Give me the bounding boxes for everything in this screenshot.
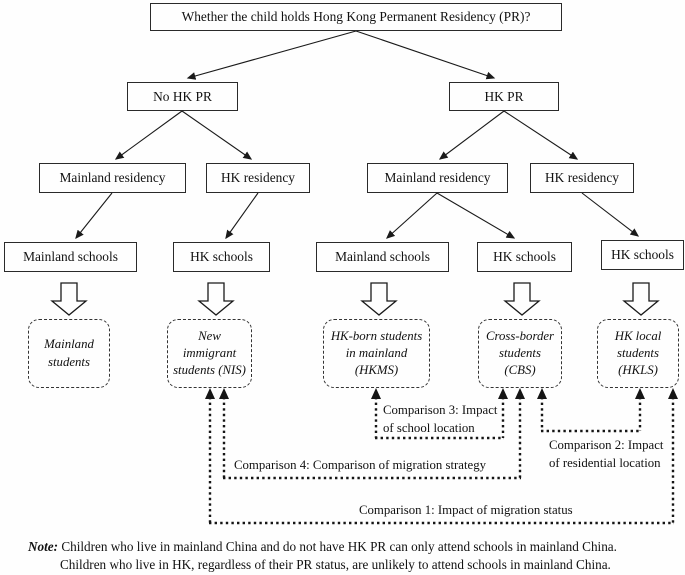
comparison-2-bracket bbox=[540, 397, 642, 433]
student-group-hkls: HK local students (HKLS) bbox=[597, 319, 679, 388]
block-down-arrow bbox=[50, 282, 88, 316]
block-down-arrow bbox=[622, 282, 660, 316]
note-line-2: Children who live in HK, regardless of t… bbox=[60, 557, 611, 572]
block-down-arrows bbox=[50, 282, 660, 316]
comparison-brackets bbox=[208, 397, 675, 525]
student-group-mainland-students: Mainland students bbox=[28, 319, 110, 388]
student-group-nis: New immigrant students (NIS) bbox=[167, 319, 252, 388]
comparison-4-bracket bbox=[222, 397, 522, 480]
block-down-arrow bbox=[360, 282, 398, 316]
node-no-hk-pr: No HK PR bbox=[127, 82, 238, 111]
comparison-4-label: Comparison 4: Comparison of migration st… bbox=[234, 458, 486, 472]
comparison-3-label: Comparison 3: Impact of school location bbox=[383, 403, 498, 435]
block-down-arrow bbox=[197, 282, 235, 316]
comparison-arrowheads bbox=[205, 388, 678, 399]
comparison-1-bracket bbox=[208, 397, 675, 525]
comparison-1-label: Comparison 1: Impact of migration status bbox=[359, 503, 573, 517]
note-text-1: Children who live in mainland China and … bbox=[61, 539, 617, 554]
node-root-question: Whether the child holds Hong Kong Perman… bbox=[150, 3, 562, 31]
student-group-cbs: Cross-border students (CBS) bbox=[478, 319, 562, 388]
student-group-hkms: HK-born students in mainland (HKMS) bbox=[323, 319, 430, 388]
note-label: Note: bbox=[28, 539, 59, 554]
node-hk-residency-pr: HK residency bbox=[530, 163, 634, 193]
node-mainland-schools-1: Mainland schools bbox=[4, 242, 137, 272]
node-mainland-residency-no-pr: Mainland residency bbox=[39, 163, 186, 193]
tree-connector-lines bbox=[75, 30, 640, 240]
node-hk-schools-2: HK schools bbox=[477, 242, 572, 272]
node-hk-schools-3: HK schools bbox=[601, 240, 684, 270]
note-line-1: Note: Children who live in mainland Chin… bbox=[28, 539, 617, 555]
block-down-arrow bbox=[503, 282, 541, 316]
node-hk-schools-1: HK schools bbox=[173, 242, 270, 272]
node-hk-residency-no-pr: HK residency bbox=[206, 163, 310, 193]
node-mainland-residency-pr: Mainland residency bbox=[367, 163, 508, 193]
comparison-3-bracket bbox=[374, 397, 505, 440]
node-hk-pr: HK PR bbox=[449, 82, 559, 111]
node-mainland-schools-2: Mainland schools bbox=[316, 242, 449, 272]
comparison-2-label: Comparison 2: Impact of residential loca… bbox=[549, 438, 664, 470]
